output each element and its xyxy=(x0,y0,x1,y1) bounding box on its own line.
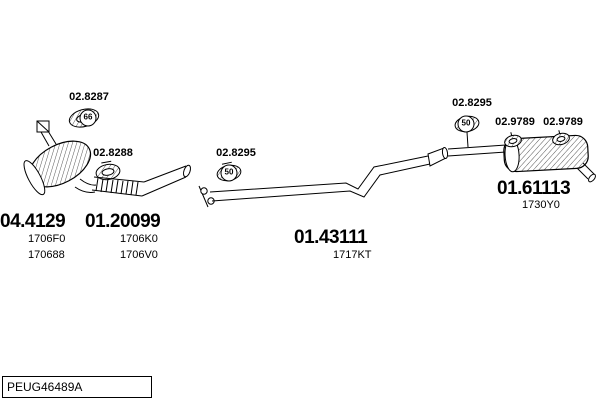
part-ref: 1706F0 xyxy=(28,233,66,245)
hanger-rod xyxy=(466,131,469,148)
middle-pipe-drawing xyxy=(198,147,449,208)
part-ref: 170688 xyxy=(28,249,65,261)
part-ref: 1730Y0 xyxy=(522,199,560,211)
hanger-part-label-right: 02.9789 xyxy=(543,116,583,128)
part-ref: 1706V0 xyxy=(120,249,158,261)
clamp-part-label-mid: 02.8295 xyxy=(216,147,256,159)
footer-part-code: PEUG46489A xyxy=(7,380,83,394)
part-ref: 1717KT xyxy=(333,249,372,261)
part-ref: 1706K0 xyxy=(120,233,158,245)
rear-clamp-size-badge: 50 xyxy=(457,115,475,133)
hanger-clamp-icon-right xyxy=(552,130,570,146)
part-number-rear-silencer: 01.61113 xyxy=(497,178,571,199)
clamp-icon-flex xyxy=(95,160,121,181)
diagram-code-box: PEUG46489A xyxy=(2,376,152,398)
flex-pipe-drawing xyxy=(91,164,191,197)
clamp-part-label-gasket: 02.8287 xyxy=(69,91,109,103)
part-number-catalyst: 04.4129 xyxy=(0,211,66,232)
hanger-clamp-icon-left xyxy=(504,132,522,148)
part-number-middle-pipe: 01.43111 xyxy=(294,227,368,248)
hanger-part-label-left: 02.9789 xyxy=(495,116,535,128)
part-number-front-pipe: 01.20099 xyxy=(85,211,161,232)
mid-clamp-size-badge: 50 xyxy=(220,164,238,182)
clamp-part-label-rear: 02.8295 xyxy=(452,97,492,109)
catalytic-converter-drawing xyxy=(23,120,97,196)
rear-silencer-drawing xyxy=(447,134,596,183)
clamp-part-label-flex: 02.8288 xyxy=(93,147,133,159)
gasket-size-badge: 66 xyxy=(79,109,97,127)
